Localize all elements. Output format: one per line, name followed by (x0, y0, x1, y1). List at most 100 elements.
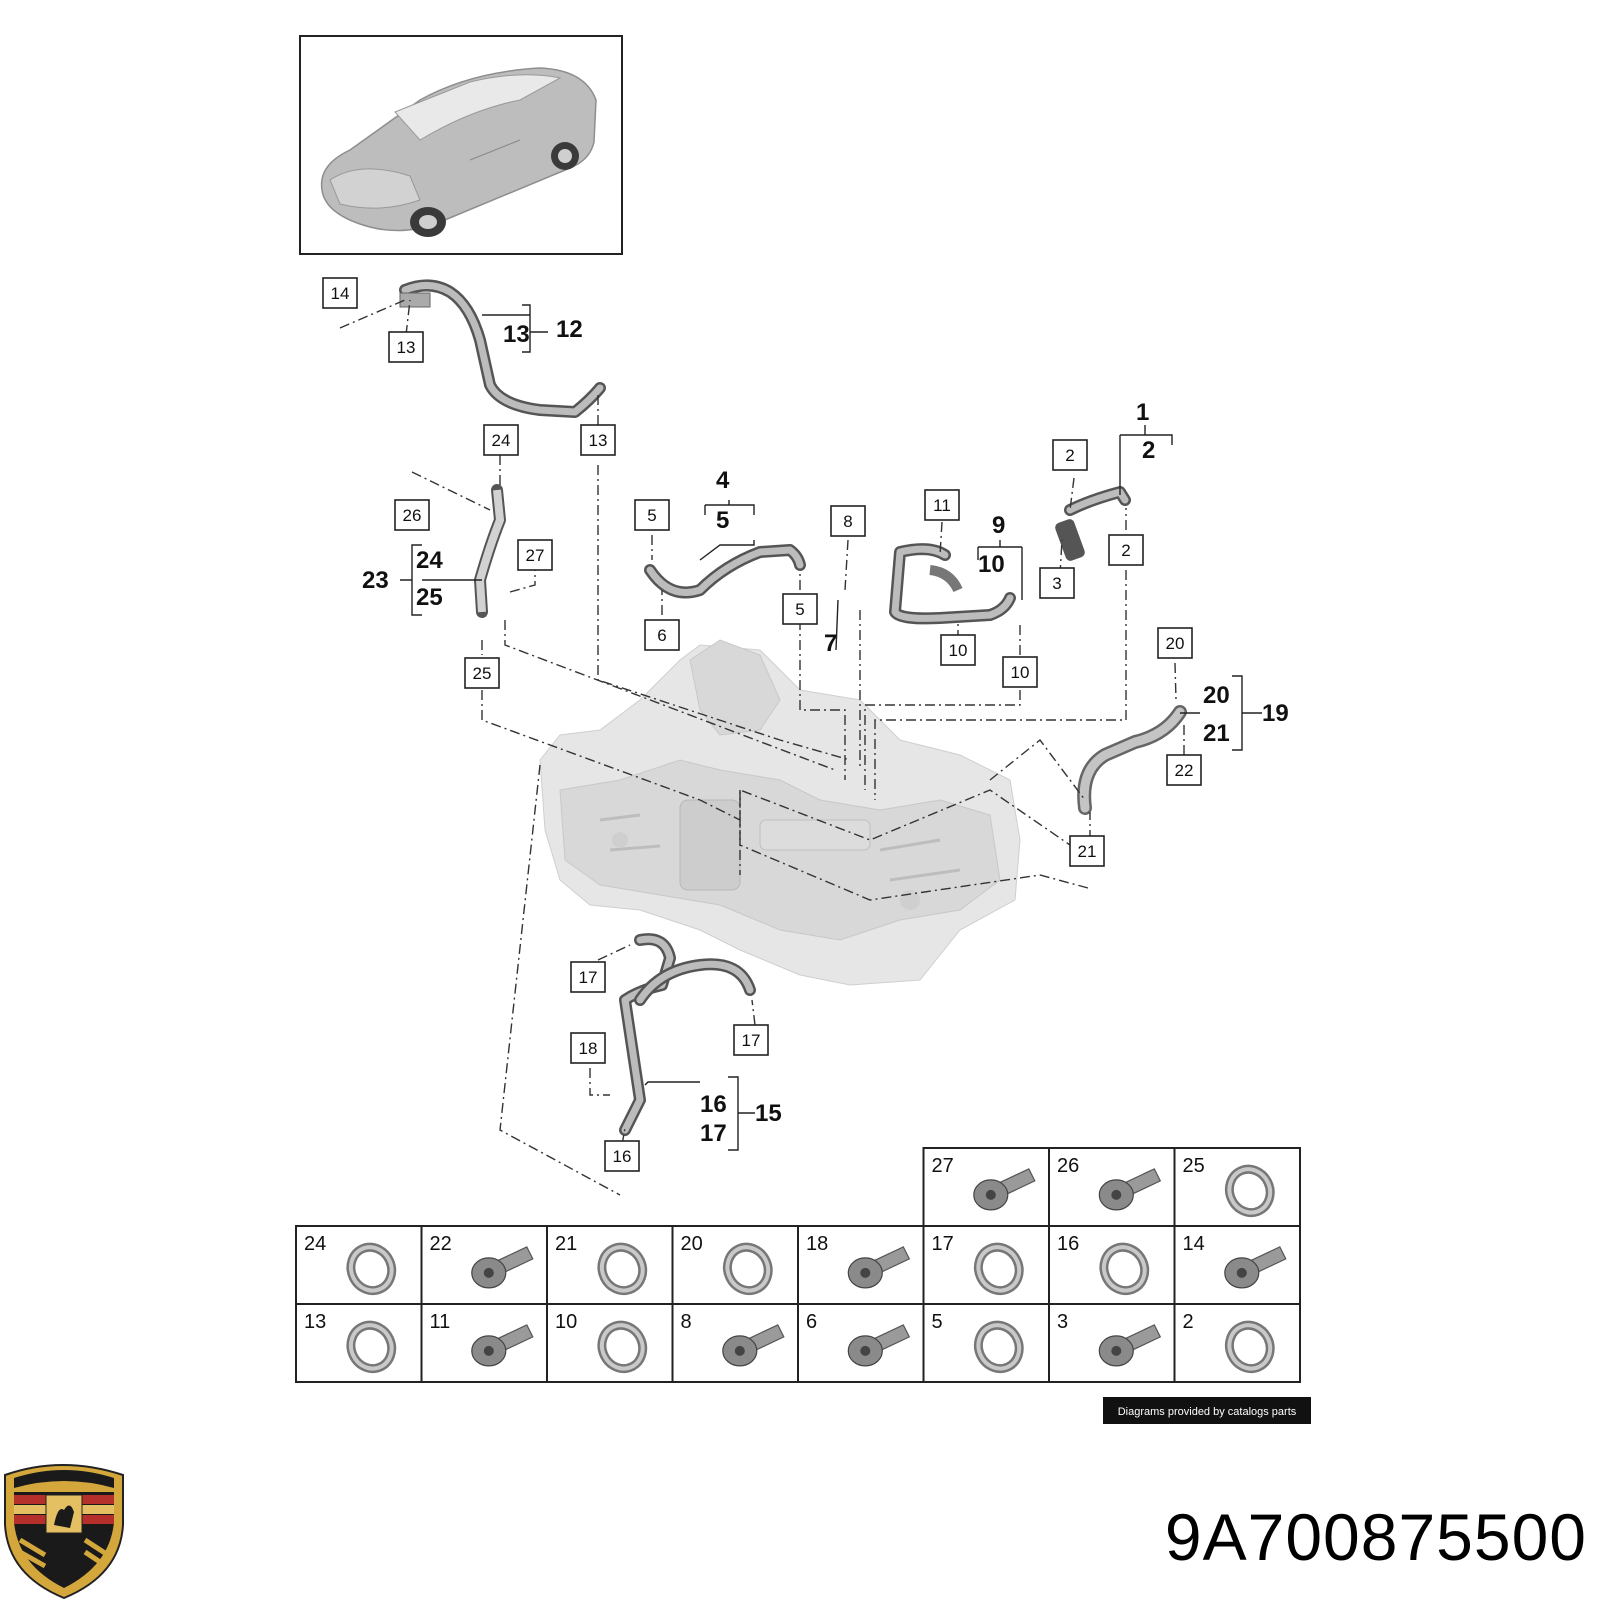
callout-11: 11 (924, 489, 960, 521)
hardware-cell-10: 10 (546, 1303, 674, 1383)
coolant-pipe-12 (399, 279, 606, 418)
vehicle-thumbnail (299, 35, 623, 255)
bolt-icon (1098, 1324, 1162, 1367)
svg-text:26: 26 (403, 506, 422, 525)
hardware-label: 6 (806, 1311, 817, 1333)
callout-14: 14 (322, 277, 358, 309)
svg-text:13: 13 (397, 338, 416, 357)
group-7: 7 (824, 630, 837, 657)
callouts: 14 13 13 24 26 27 25 5 6 5 8 11 10 10 2 … (322, 277, 1202, 1172)
hardware-label: 8 (681, 1311, 692, 1333)
leader-lines (339, 299, 1185, 1196)
callout-24: 24 (483, 424, 519, 456)
callout-6: 6 (644, 619, 680, 651)
credit-text: Diagrams provided by catalogs parts (1118, 1406, 1297, 1418)
svg-text:3: 3 (1052, 574, 1061, 593)
hardware-cell-14: 14 (1173, 1225, 1301, 1305)
group-24: 24 (416, 547, 443, 574)
bolt-icon (1224, 1246, 1287, 1289)
callout-2: 2 (1052, 439, 1088, 471)
svg-text:5: 5 (795, 600, 804, 619)
coolant-pipe-15 (619, 933, 756, 1136)
seal-ring-icon (1099, 1242, 1150, 1296)
group-12: 12 (556, 316, 583, 343)
callout-17: 17 (570, 961, 606, 993)
callout-17: 17 (733, 1024, 769, 1056)
hardware-label: 26 (1057, 1155, 1079, 1177)
hardware-label: 21 (555, 1233, 577, 1255)
hardware-cell-8: 8 (671, 1303, 799, 1383)
group-9: 9 (992, 512, 1005, 539)
svg-text:10: 10 (1011, 663, 1030, 682)
hardware-cell-18: 18 (797, 1225, 925, 1305)
credit-badge: Diagrams provided by catalogs parts (1103, 1397, 1311, 1424)
group-16: 16 (700, 1091, 727, 1118)
hardware-cell-17: 17 (922, 1225, 1050, 1305)
hardware-cell-2: 2 (1173, 1303, 1301, 1383)
callout-13: 13 (580, 424, 616, 456)
hardware-cell-24: 24 (295, 1225, 423, 1305)
group-19: 19 (1262, 700, 1289, 727)
hardware-cell-22: 22 (420, 1225, 548, 1305)
hardware-cell-20: 20 (671, 1225, 799, 1305)
callout-5: 5 (634, 499, 670, 531)
svg-text:27: 27 (526, 546, 545, 565)
hardware-label: 11 (430, 1311, 451, 1333)
group-labels: 13 12 4 5 7 9 10 1 2 23 24 25 19 20 21 1… (362, 316, 1289, 1147)
coolant-pipe-9 (889, 543, 1016, 625)
svg-text:20: 20 (1166, 634, 1185, 653)
svg-text:17: 17 (579, 968, 598, 987)
svg-text:14: 14 (331, 284, 350, 303)
coolant-hose-4 (644, 544, 806, 599)
hardware-label: 5 (932, 1311, 943, 1333)
hardware-label: 20 (681, 1233, 703, 1255)
svg-text:18: 18 (579, 1039, 598, 1058)
callout-3: 3 (1039, 567, 1075, 599)
group-21: 21 (1203, 720, 1230, 747)
group-17: 17 (700, 1120, 727, 1147)
bolt-icon (847, 1246, 911, 1289)
group-20: 20 (1203, 682, 1230, 709)
callout-18: 18 (570, 1032, 606, 1064)
hardware-cell-16: 16 (1048, 1225, 1176, 1305)
group-1: 1 (1136, 399, 1149, 426)
svg-text:22: 22 (1175, 761, 1194, 780)
hardware-label: 16 (1057, 1233, 1079, 1255)
callout-25: 25 (464, 657, 500, 689)
callout-10: 10 (1002, 656, 1038, 688)
svg-text:10: 10 (949, 641, 968, 660)
bolt-icon (847, 1324, 911, 1367)
seal-ring-icon (973, 1320, 1024, 1374)
callout-21: 21 (1069, 835, 1105, 867)
svg-text:17: 17 (742, 1031, 761, 1050)
group-25: 25 (416, 584, 443, 611)
hardware-label: 10 (555, 1311, 577, 1333)
group-2: 2 (1142, 437, 1155, 464)
svg-text:11: 11 (933, 496, 951, 515)
engine-block-icon (539, 639, 1021, 986)
callout-16: 16 (604, 1140, 640, 1172)
hardware-label: 3 (1057, 1311, 1068, 1333)
hardware-label: 14 (1183, 1233, 1205, 1255)
group-15: 15 (755, 1100, 782, 1127)
hardware-cell-21: 21 (546, 1225, 674, 1305)
svg-text:2: 2 (1065, 446, 1074, 465)
hardware-label: 25 (1183, 1155, 1205, 1177)
hardware-label: 13 (304, 1311, 326, 1333)
part-number: 9A700875500 (1165, 1500, 1587, 1574)
svg-text:8: 8 (843, 512, 852, 531)
svg-text:25: 25 (473, 664, 492, 683)
hardware-cell-11: 11 (420, 1303, 548, 1383)
seal-ring-icon (597, 1242, 648, 1296)
bolt-icon (973, 1168, 1036, 1211)
svg-text:2: 2 (1121, 541, 1130, 560)
hardware-cell-26: 26 (1048, 1147, 1176, 1227)
seal-ring-icon (1224, 1164, 1275, 1218)
bolt-icon (471, 1246, 534, 1289)
svg-text:21: 21 (1078, 842, 1097, 861)
car-thumbnail-icon (320, 67, 597, 237)
coolant-hose-19 (1077, 705, 1187, 815)
hardware-cell-5: 5 (922, 1303, 1050, 1383)
